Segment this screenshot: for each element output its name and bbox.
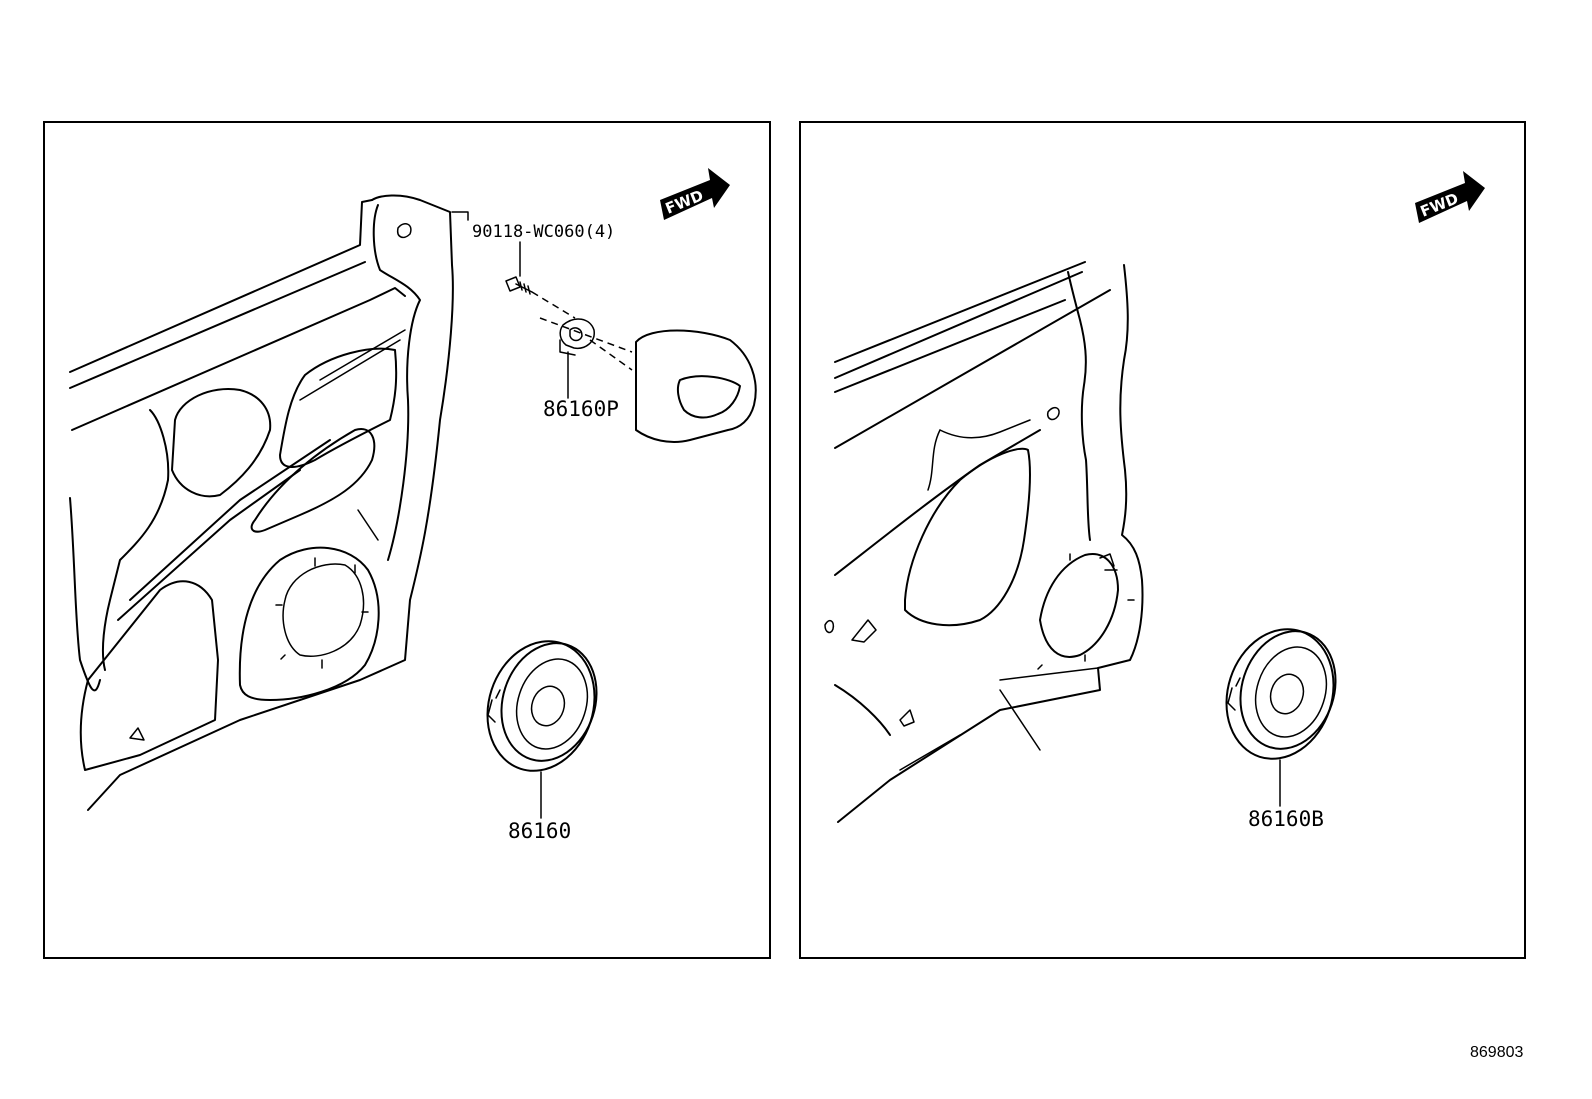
panel-front-door: FWD 90118-WC060(4) 86160P [43, 121, 771, 959]
diagram-reference-number: 869803 [1470, 1044, 1523, 1061]
front-door-inner-panel [69, 194, 469, 811]
panel-rear-door: FWD 86160B [799, 121, 1526, 959]
speaker-part [486, 640, 598, 819]
callout-clip: 86160P [543, 397, 619, 421]
fwd-arrow-icon: FWD [1415, 171, 1485, 223]
callout-speaker: 86160 [508, 819, 571, 843]
panel-frame [799, 121, 1526, 959]
rear-door-inner-panel [824, 261, 1144, 823]
speaker-cover-part [635, 329, 757, 443]
fwd-arrow-icon: FWD [660, 168, 730, 220]
speaker-part [1225, 628, 1337, 807]
callout-speaker: 86160B [1248, 807, 1324, 831]
callout-screw: 90118-WC060(4) [472, 222, 615, 242]
panel-frame [43, 121, 771, 959]
clip-part [559, 318, 595, 399]
screw-part [505, 241, 633, 371]
